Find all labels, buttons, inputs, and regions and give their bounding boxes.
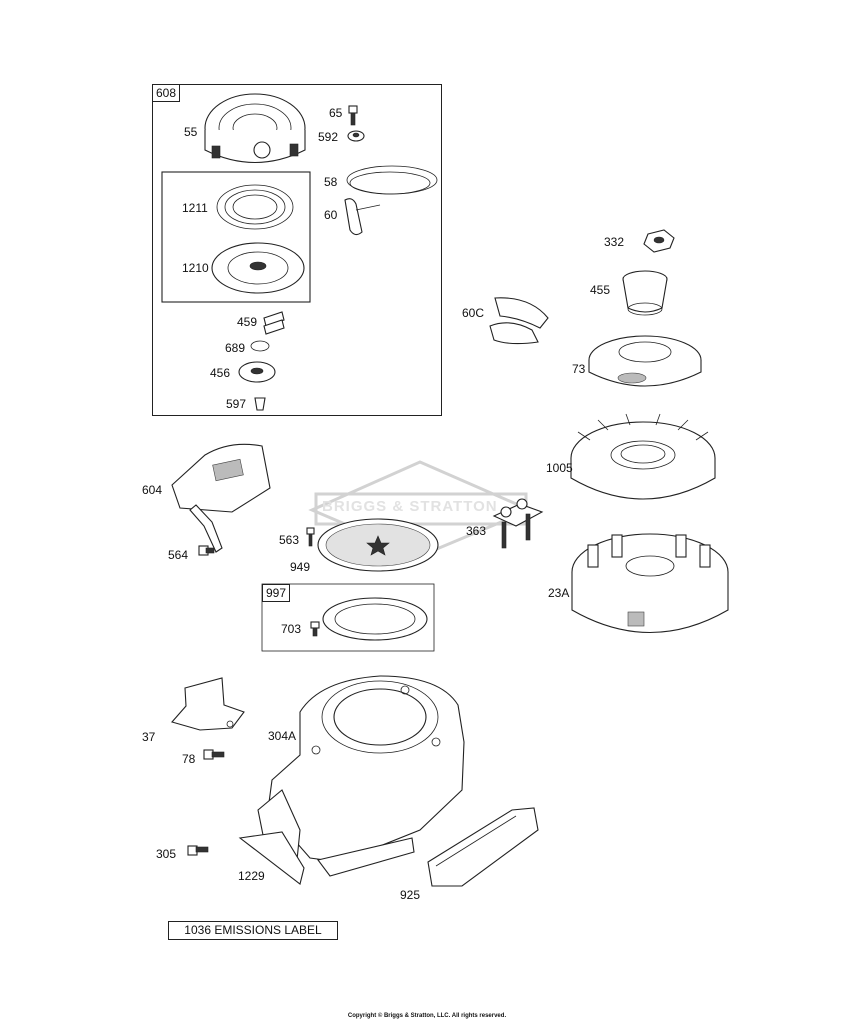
part-label-73: 73 [572,362,586,376]
part-drawing-949 [317,518,439,572]
part-drawing-1229 [238,831,305,885]
part-drawing-1005 [570,413,716,500]
part-drawing-597 [254,397,266,411]
part-label-563: 563 [279,533,300,547]
part-label-456: 456 [210,366,231,380]
part-drawing-65 [348,105,358,126]
part-drawing-60c [489,297,549,345]
part-drawing-304a [257,675,465,877]
copyright-footer: Copyright © Briggs & Stratton, LLC. All … [347,1013,507,1019]
part-label-604: 604 [142,483,163,497]
watermark-text: BRIGGS & STRATTON [322,498,498,515]
part-label-925: 925 [400,888,421,902]
part-drawing-78 [203,749,225,760]
part-drawing-73 [588,335,702,387]
part-label-1005: 1005 [546,461,573,475]
part-label-23a: 23A [548,586,570,600]
emissions-label-box: 1036 EMISSIONS LABEL [168,921,338,940]
part-label-304a: 304A [268,729,297,743]
part-drawing-592 [347,130,365,142]
part-label-1211: 1211 [182,201,208,215]
part-label-78: 78 [182,752,196,766]
part-label-1210: 1210 [182,261,209,275]
part-label-564: 564 [168,548,189,562]
part-label-592: 592 [318,130,339,144]
part-label-58: 58 [324,175,338,189]
part-label-459: 459 [237,315,258,329]
group-tag-608: 608 [152,84,181,102]
part-drawing-60 [344,198,381,236]
part-drawing-456 [238,361,276,383]
part-label-455: 455 [590,283,611,297]
part-drawing-305 [187,845,209,856]
part-label-597: 597 [226,397,247,411]
part-label-689: 689 [225,341,246,355]
part-drawing-925 [427,807,539,887]
part-label-1229: 1229 [238,869,265,883]
part-drawing-363 [492,498,544,549]
part-drawing-564 [198,545,215,556]
part-drawing-604 [171,443,271,553]
part-drawing-1210 [211,242,305,294]
part-drawing-1211 [216,184,294,230]
part-drawing-703 [310,597,428,641]
group-tag-997: 997 [262,584,291,602]
group-box-608 [152,84,442,416]
part-drawing-332 [643,229,675,253]
part-drawing-563 [306,527,315,547]
part-label-60c: 60C [462,306,485,320]
part-label-65: 65 [329,106,343,120]
part-label-363: 363 [466,524,487,538]
part-drawing-459 [263,311,285,335]
part-drawing-455 [622,270,668,316]
part-label-332: 332 [604,235,625,249]
part-label-37: 37 [142,730,156,744]
part-label-305: 305 [156,847,177,861]
part-drawing-37 [171,677,245,731]
part-label-703: 703 [281,622,302,636]
part-label-949: 949 [290,560,311,574]
part-drawing-689 [250,340,270,352]
part-label-60: 60 [324,208,338,222]
part-drawing-23a [571,533,729,634]
part-drawing-58 [346,165,438,195]
part-label-55: 55 [184,125,198,139]
part-drawing-55 [204,93,306,163]
